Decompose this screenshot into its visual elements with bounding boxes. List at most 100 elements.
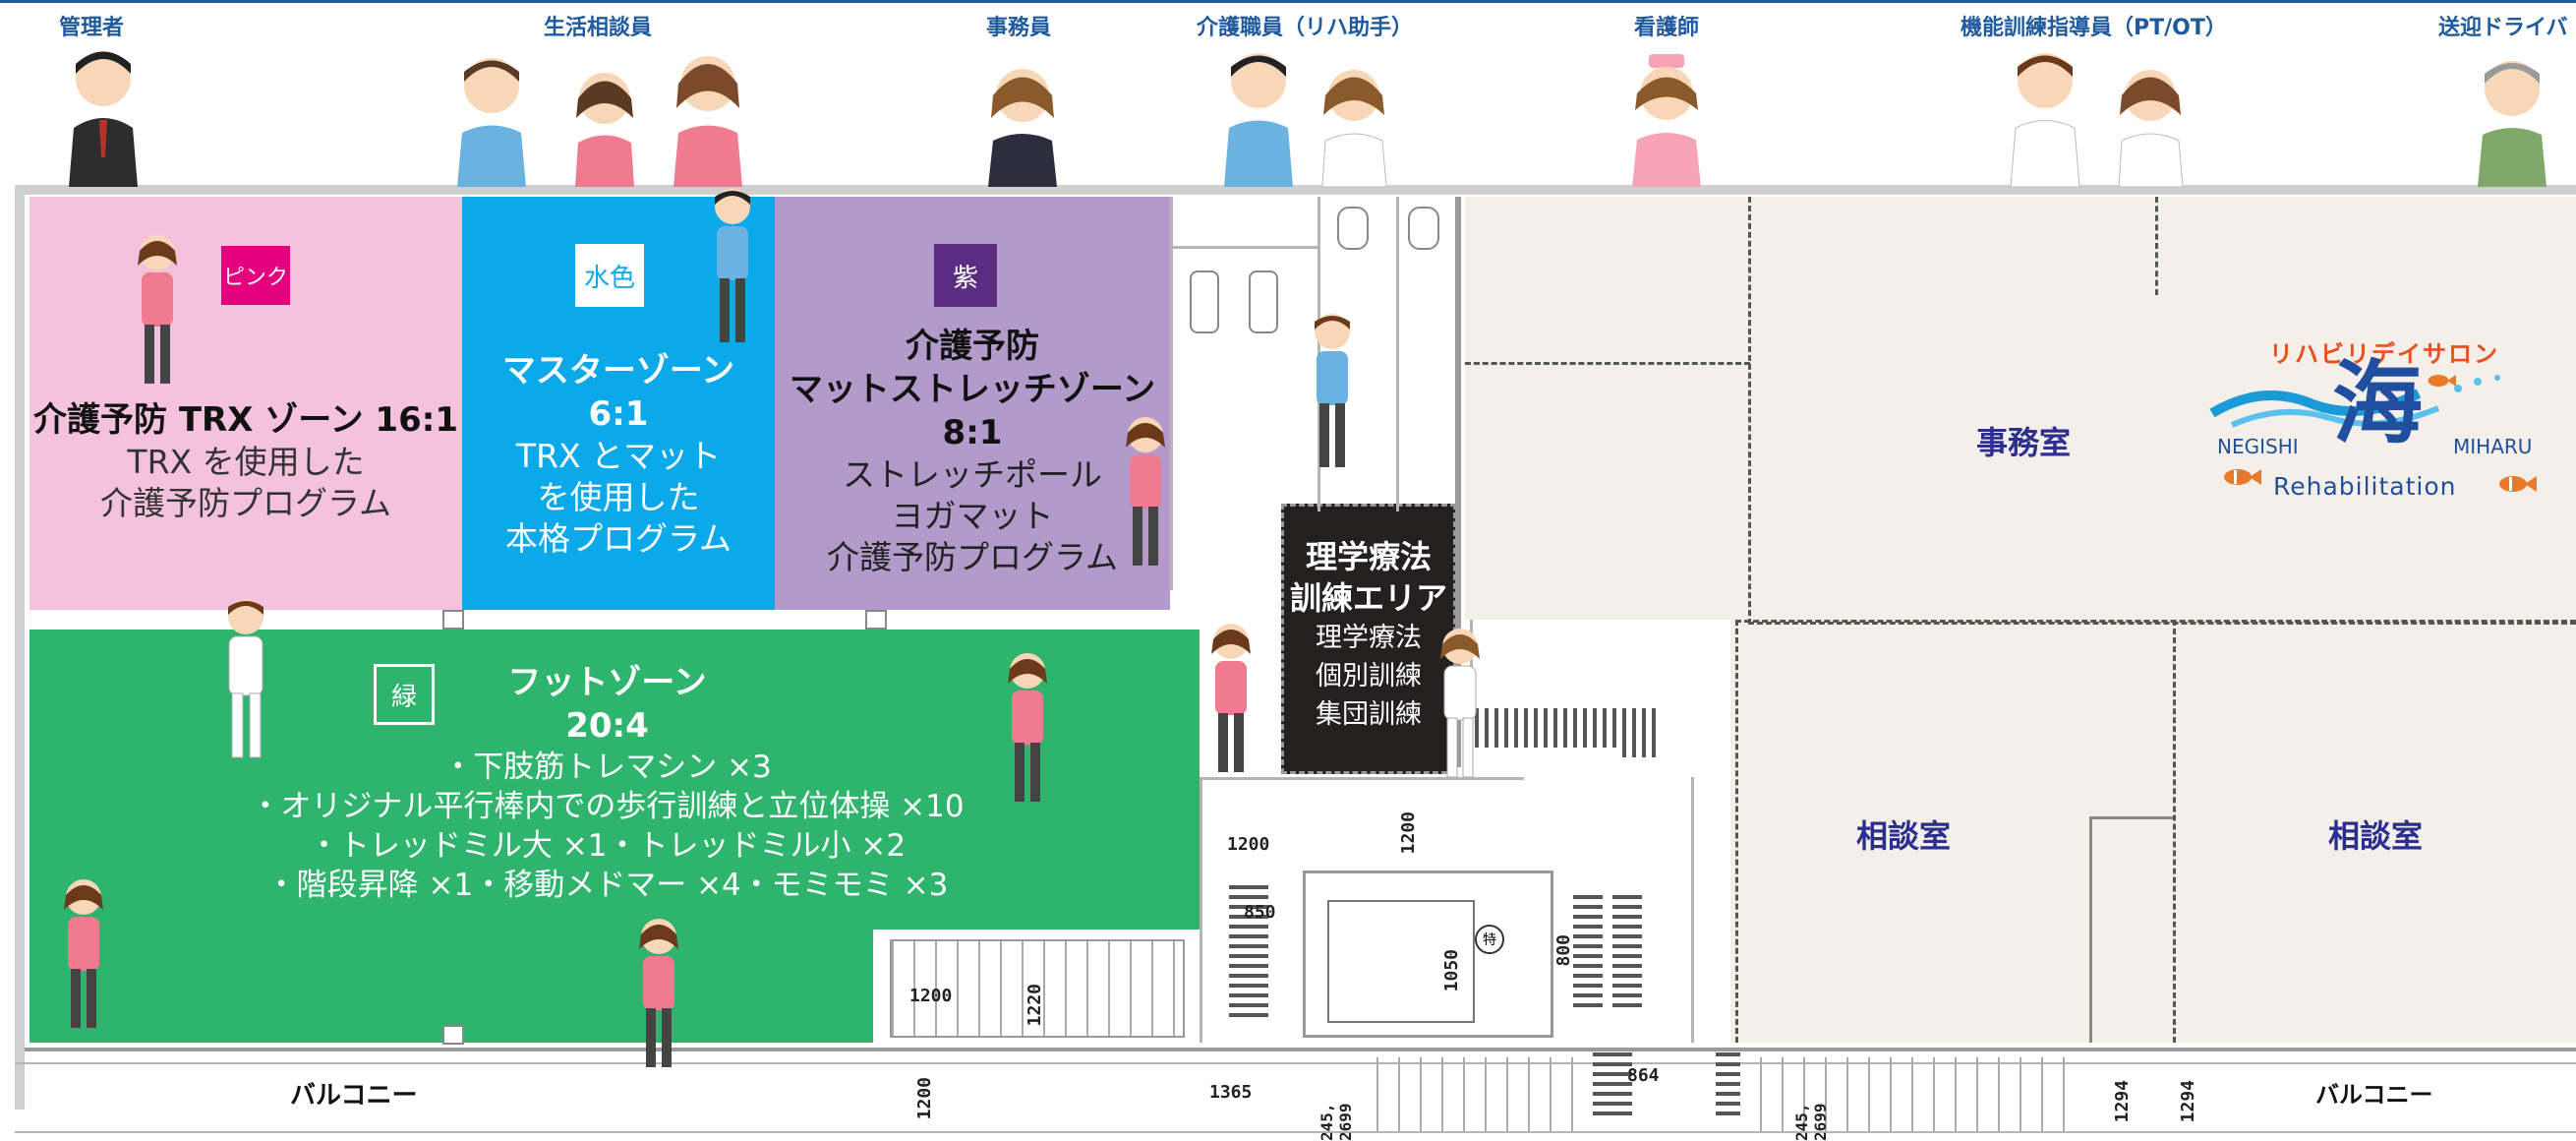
logo-kanji: 海	[2332, 350, 2424, 456]
staff-figure	[138, 235, 177, 384]
zone-stretch-ratio: 8:1	[942, 413, 1003, 452]
role-label-driver: 送迎ドライバ	[2438, 16, 2568, 40]
sink-fixture	[1190, 270, 1219, 333]
stair-steps	[1573, 895, 1603, 1013]
consult-boundary	[1735, 620, 1738, 1043]
elevator-shaft	[1303, 871, 1553, 1038]
plan-left-wall	[15, 185, 25, 1110]
pillar	[865, 610, 887, 630]
office-floor-lower	[1730, 620, 2576, 1043]
plan-top-wall	[15, 185, 2576, 195]
office-bottom	[1735, 620, 2576, 623]
fish-icon	[2499, 476, 2537, 492]
office-floor-side	[1465, 354, 1740, 620]
therapist-figure	[2118, 70, 2184, 188]
driver-figure	[2478, 61, 2547, 187]
zone-master-text: マスターゾーン 6:1 TRX とマット を使用した 本格プログラム	[462, 349, 775, 560]
sink-fixture	[1249, 270, 1278, 333]
role-label-care-staff: 介護職員（リハ助手）	[1197, 16, 1414, 40]
logo-top-text: リハビリデイサロン	[2269, 340, 2499, 368]
role-label-therapist: 機能訓練指導員（PT/OT）	[1961, 16, 2227, 40]
stair-steps	[1612, 895, 1642, 1013]
pillar	[442, 610, 464, 630]
staff-figure	[715, 189, 750, 342]
role-label-clerk: 事務員	[986, 16, 1052, 40]
stair-diagonal	[1376, 1057, 1593, 1131]
logo-bottom-text: Rehabilitation	[2273, 472, 2457, 501]
wall	[1691, 777, 1694, 1043]
room-label-consult: 相談室	[1856, 817, 1952, 855]
zone-stretch-title: マットストレッチゾーン	[789, 370, 1156, 409]
zone-trx-line: 介護予防プログラム	[99, 484, 391, 522]
counselor-figure	[673, 56, 742, 187]
special-marker: 特	[1475, 925, 1504, 954]
stair-diagonal	[1760, 1057, 2075, 1131]
stair-diagonal	[890, 939, 1185, 1038]
therapist-figure	[2010, 53, 2080, 188]
office-divider	[2155, 197, 2158, 295]
zone-stretch-line: 介護予防プログラム	[826, 538, 1118, 576]
zone-pt-text: 理学療法 訓練エリア 理学療法 個別訓練 集団訓練	[1281, 536, 1456, 734]
toilet-fixture	[1337, 207, 1369, 250]
zone-foot-ratio: 20:4	[565, 706, 649, 746]
staff-figure	[1008, 653, 1047, 802]
toilet-fixture	[1408, 207, 1439, 250]
dimension-label: 850	[1244, 902, 1276, 923]
wall	[1200, 777, 1202, 1043]
zone-foot-title: フットゾーン	[507, 663, 707, 702]
zone-foot-line: ・階段昇降 ×1・移動メドマー ×4・モミモミ ×3	[265, 868, 949, 903]
plan-bottom-line	[15, 1131, 2576, 1133]
pillar	[442, 1025, 464, 1045]
dimension-label: 1200	[914, 1077, 935, 1120]
dimension-label: 1200	[1398, 811, 1419, 855]
dimension-label: 245, 2699	[1317, 1103, 1355, 1141]
office-boundary	[1465, 362, 1750, 365]
zone-stretch-title: 介護予防	[906, 327, 1039, 366]
zone-trx-line: TRX を使用した	[127, 443, 365, 481]
wave-icon	[2209, 375, 2500, 428]
staff-figure	[64, 879, 103, 1028]
room-label-office: 事務室	[1976, 424, 2072, 461]
zone-master-line: を使用した	[537, 478, 700, 516]
zone-master-line: TRX とマット	[515, 437, 722, 475]
zone-trx-title: 介護予防 TRX ゾーン 16:1	[33, 400, 458, 440]
elevator-car	[1327, 900, 1475, 1023]
dimension-label: 1200	[1227, 834, 1270, 855]
zone-foot-line: ・下肢筋トレマシン ×3	[442, 750, 772, 785]
zone-master-color-tag: 水色	[575, 244, 644, 307]
zone-stretch-text: 介護予防 マットストレッチゾーン 8:1 ストレッチポール ヨガマット 介護予防…	[775, 325, 1170, 578]
zone-foot-line: ・トレッドミル大 ×1・トレッドミル小 ×2	[308, 828, 907, 864]
plan-bottom-wall	[15, 1048, 2576, 1051]
role-label-nurse: 看護師	[1634, 16, 1700, 40]
dimension-label: 1365	[1209, 1082, 1253, 1103]
dimension-label: 800	[1553, 934, 1574, 967]
dimension-label: 1220	[1025, 984, 1045, 1027]
dimension-label: 1200	[909, 986, 953, 1006]
wall	[1170, 197, 1173, 590]
zone-foot-text: フットゾーン 20:4 ・下肢筋トレマシン ×3 ・オリジナル平行棒内での歩行訓…	[147, 661, 1067, 905]
stair-steps	[1593, 1052, 1632, 1121]
consult-divider	[2173, 620, 2176, 1043]
zone-master-line: 本格プログラム	[504, 519, 732, 558]
zone-master-title: マスターゾーン	[501, 351, 735, 390]
logo-right-text: MIHARU	[2453, 435, 2533, 458]
zone-stretch-line: ヨガマット	[891, 497, 1054, 535]
dimension-label: 864	[1627, 1065, 1660, 1086]
logo: リハビリデイサロン 海 NEGISHI MIHARU Rehabilitatio…	[2202, 325, 2547, 502]
dimension-label: 1294	[2112, 1080, 2133, 1123]
zone-pt-line: 集団訓練	[1316, 699, 1422, 730]
room-label-balcony: バルコニー	[2315, 1081, 2433, 1109]
staff-figure	[1211, 624, 1251, 772]
dimension-label: 1050	[1441, 949, 1462, 992]
wall	[1396, 197, 1399, 511]
room-label-balcony: バルコニー	[290, 1081, 418, 1111]
role-label-counselor: 生活相談員	[544, 16, 653, 40]
room-label-consult: 相談室	[2328, 817, 2424, 855]
staff-figure	[228, 599, 263, 758]
zone-trx-text: 介護予防 TRX ゾーン 16:1 TRX を使用した 介護予防プログラム	[29, 398, 462, 524]
clerk-figure	[988, 69, 1057, 187]
header-rule	[0, 0, 2576, 3]
stair-steps	[1622, 718, 1662, 757]
zone-master-ratio: 6:1	[588, 394, 649, 434]
fish-icon	[2428, 375, 2456, 387]
